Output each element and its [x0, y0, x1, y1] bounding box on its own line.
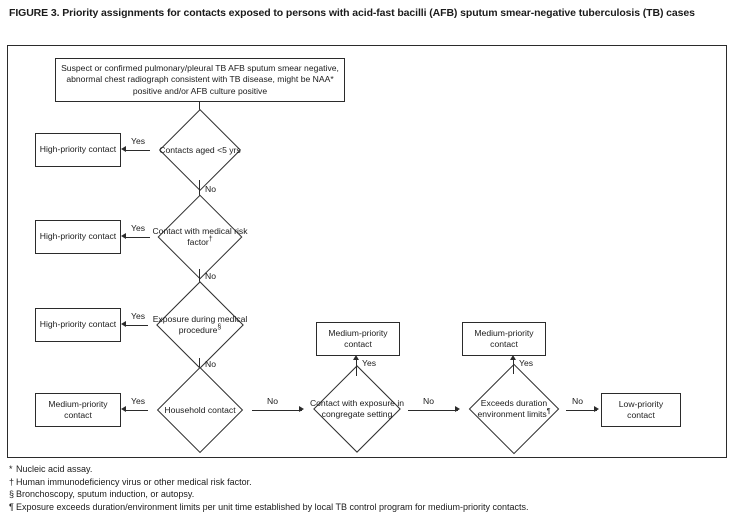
outcome-label: High-priority contact	[39, 231, 117, 242]
edge-label-d4-no: No	[267, 396, 278, 406]
connector-d4-yes	[126, 409, 148, 411]
arrowhead-d4-no	[299, 406, 304, 413]
connector-d5-no	[408, 409, 458, 411]
outcome-high-priority-1: High-priority contact	[35, 133, 121, 167]
outcome-medium-priority-3: Medium-priority contact	[462, 322, 546, 356]
decision-label: Exposure during medical procedure§	[152, 314, 248, 335]
decision-contacts-aged-under-5: Contacts aged <5 yrs	[149, 108, 251, 192]
outcome-high-priority-2: High-priority contact	[35, 220, 121, 254]
outcome-label: Medium-priority contact	[474, 327, 534, 349]
decision-duration-environment-limits: Exceeds duration environment limits¶	[458, 363, 570, 455]
arrowhead-d3-yes	[121, 321, 126, 328]
edge-label-d5-no: No	[423, 396, 434, 406]
edge-label-d4-yes: Yes	[131, 396, 146, 406]
outcome-medium-priority-2: Medium-priority contact	[316, 322, 400, 356]
arrowhead-d2-yes	[121, 233, 126, 240]
connector-d1-yes	[126, 149, 150, 151]
decision-medical-risk-factor: Contact with medical risk factor†	[149, 194, 251, 280]
edge-label-d2-yes: Yes	[131, 223, 146, 233]
connector-d4-no	[252, 409, 302, 411]
arrowhead-d4-yes	[121, 406, 126, 413]
arrowhead-d5-no	[455, 406, 460, 413]
decision-congregate-setting: Contact with exposure in congregate sett…	[302, 365, 412, 453]
footnote-marker: †	[9, 476, 15, 487]
edge-label-d6-yes: Yes	[519, 358, 534, 368]
decision-label: Household contact	[164, 404, 236, 415]
outcome-low-priority-1: Low-priority contact	[601, 393, 681, 427]
footnote-item: §Bronchoscopy, sputum induction, or auto…	[9, 488, 731, 501]
edge-label-d1-yes: Yes	[131, 136, 146, 146]
connector-d6-no	[566, 409, 597, 411]
start-statement-box: Suspect or confirmed pulmonary/pleural T…	[55, 58, 345, 102]
footnote-item: ¶Exposure exceeds duration/environment l…	[9, 501, 731, 514]
footnote-text: Nucleic acid assay.	[16, 464, 93, 474]
footnotes: *Nucleic acid assay. †Human immunodefici…	[9, 463, 731, 513]
arrowhead-d5-yes	[352, 355, 359, 360]
arrowhead-d6-yes	[509, 355, 516, 360]
edge-label-d5-yes: Yes	[362, 358, 377, 368]
outcome-label: High-priority contact	[39, 144, 117, 155]
decision-label: Contacts aged <5 yrs	[159, 144, 241, 155]
footnote-item: *Nucleic acid assay.	[9, 463, 731, 476]
decision-label: Contact with exposure in congregate sett…	[309, 398, 405, 419]
outcome-label: Low-priority contact	[618, 398, 664, 420]
connector-d2-yes	[126, 236, 150, 238]
outcome-label: High-priority contact	[39, 319, 117, 330]
decision-label: Contact with medical risk factor†	[152, 226, 248, 247]
arrowhead-d6-no	[594, 406, 599, 413]
arrowhead-d1-yes	[121, 146, 126, 153]
decision-label: Exceeds duration environment limits¶	[477, 398, 551, 419]
edge-label-d3-yes: Yes	[131, 311, 146, 321]
edge-label-d1-no: No	[205, 184, 216, 194]
start-statement-text: Suspect or confirmed pulmonary/pleural T…	[61, 62, 339, 96]
footnote-marker: ¶	[9, 501, 14, 512]
connector-d3-yes	[126, 324, 148, 326]
outcome-medium-priority-1: Medium-priority contact	[35, 393, 121, 427]
footnote-text: Exposure exceeds duration/environment li…	[16, 501, 529, 512]
connector-d1-no	[199, 180, 201, 203]
edge-label-d6-no: No	[572, 396, 583, 406]
connector-d2-no	[199, 269, 201, 291]
decision-household-contact: Household contact	[143, 366, 257, 454]
edge-label-d3-no: No	[205, 359, 216, 369]
outcome-label: Medium-priority contact	[328, 327, 388, 349]
connector-d6-yes	[513, 360, 515, 374]
footnote-marker: §	[9, 489, 15, 500]
outcome-label: Medium-priority contact	[48, 398, 108, 420]
decision-exposure-medical-procedure: Exposure during medical procedure§	[145, 281, 255, 369]
figure-title: FIGURE 3. Priority assignments for conta…	[9, 7, 695, 19]
connector-d5-yes	[356, 360, 358, 376]
outcome-high-priority-3: High-priority contact	[35, 308, 121, 342]
footnote-marker: *	[9, 464, 13, 474]
edge-label-d2-no: No	[205, 271, 216, 281]
footnote-item: †Human immunodeficiency virus or other m…	[9, 476, 731, 489]
footnote-text: Bronchoscopy, sputum induction, or autop…	[16, 489, 195, 500]
footnote-text: Human immunodeficiency virus or other me…	[16, 476, 252, 487]
